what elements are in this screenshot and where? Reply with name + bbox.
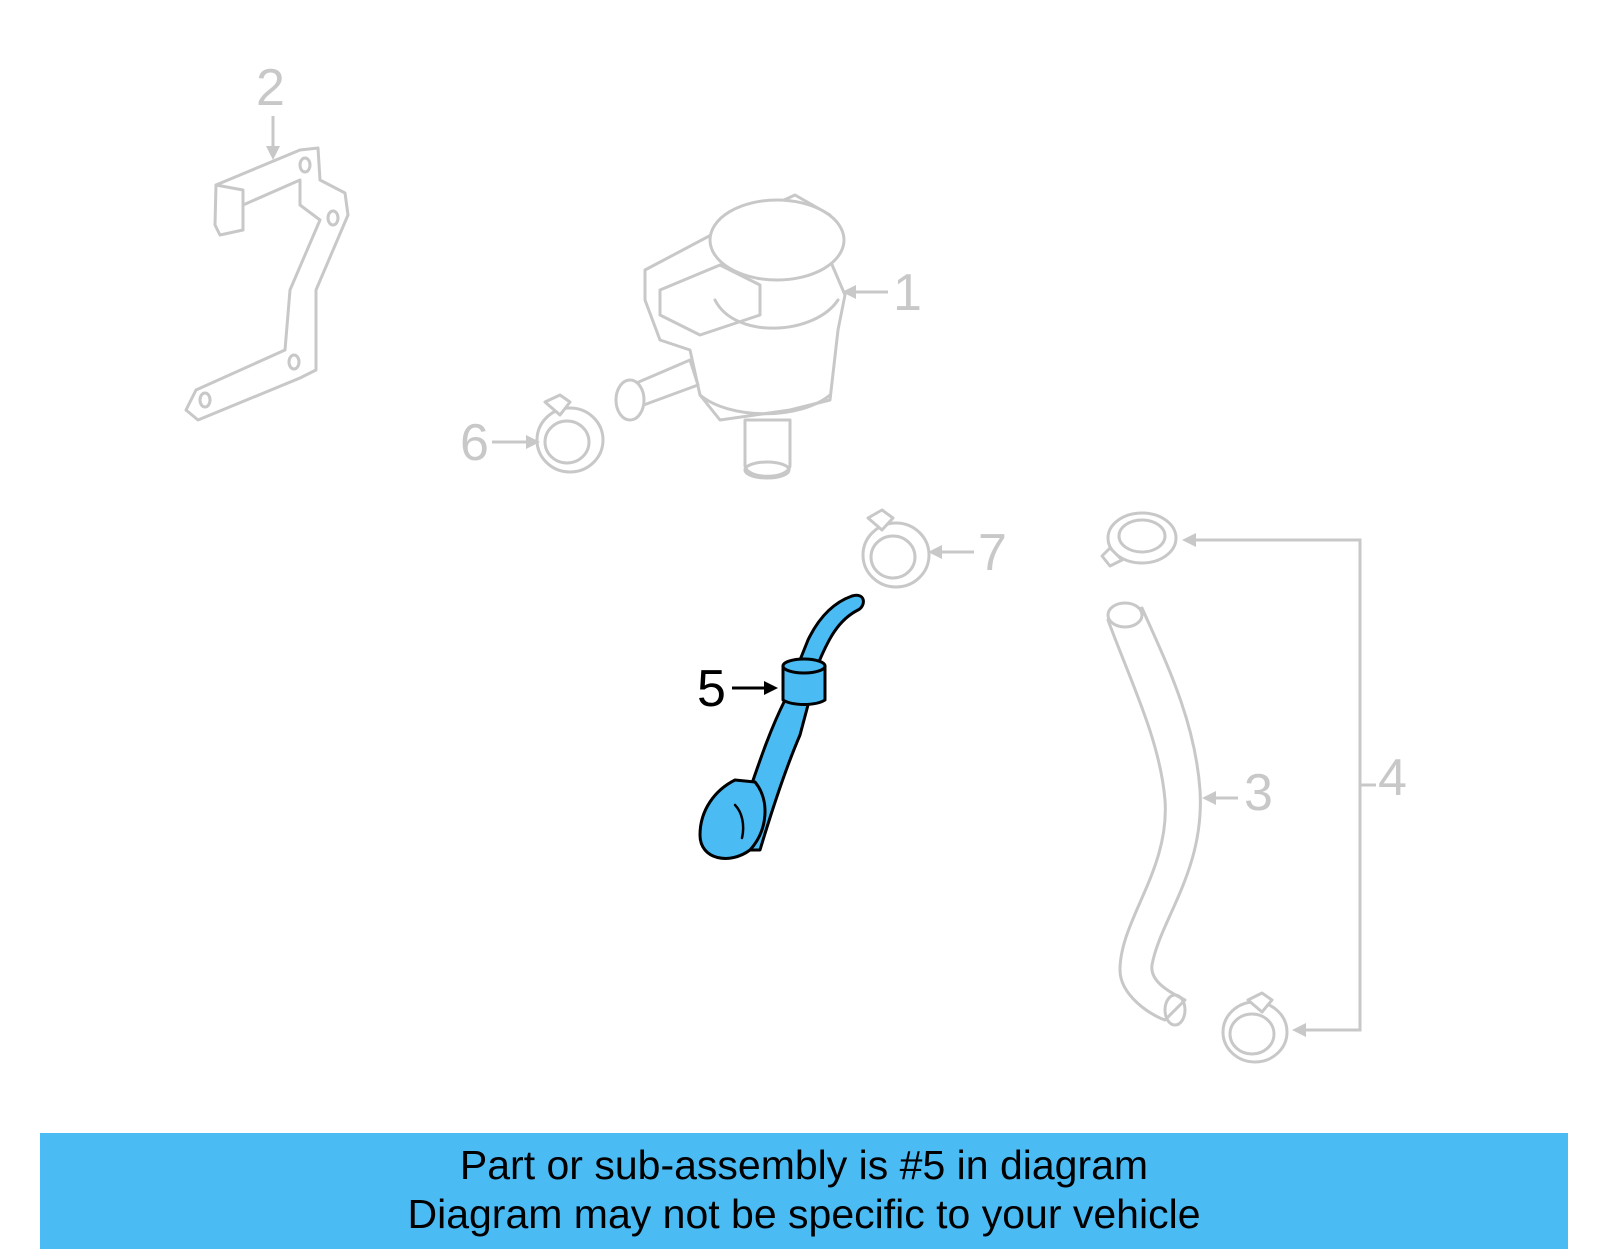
arrow-3: [1202, 791, 1216, 805]
part-7-clamp: [861, 508, 931, 589]
callout-2[interactable]: 2: [256, 59, 285, 117]
banner-line-2: Diagram may not be specific to your vehi…: [407, 1191, 1201, 1237]
callout-7[interactable]: 7: [978, 524, 1007, 582]
callout-4[interactable]: 4: [1378, 749, 1407, 807]
arrow-4-upper: [1182, 533, 1196, 547]
info-banner: Part or sub-assembly is #5 in diagram Di…: [40, 1133, 1568, 1249]
callout-1[interactable]: 1: [893, 264, 922, 322]
part-2-bracket: [184, 146, 350, 422]
part-6-clamp: [535, 393, 605, 474]
arrow-2: [266, 146, 280, 160]
part-3-hose: [1106, 601, 1202, 1027]
arrow-4-lower: [1292, 1023, 1306, 1037]
part-5-hose[interactable]: [698, 593, 865, 860]
arrow-1: [842, 285, 856, 299]
part-4-clamp-upper: [1100, 511, 1178, 568]
arrow-7: [928, 545, 942, 559]
arrow-5: [764, 681, 778, 695]
part-4-clamp-lower: [1221, 991, 1289, 1064]
part-1-pump: [614, 193, 847, 480]
callout-3[interactable]: 3: [1244, 764, 1273, 822]
callout-5[interactable]: 5: [697, 660, 726, 718]
banner-line-1: Part or sub-assembly is #5 in diagram: [459, 1142, 1149, 1188]
leader-4-bracket: [1190, 538, 1362, 1032]
arrow-6: [526, 435, 540, 449]
callout-6[interactable]: 6: [460, 414, 489, 472]
